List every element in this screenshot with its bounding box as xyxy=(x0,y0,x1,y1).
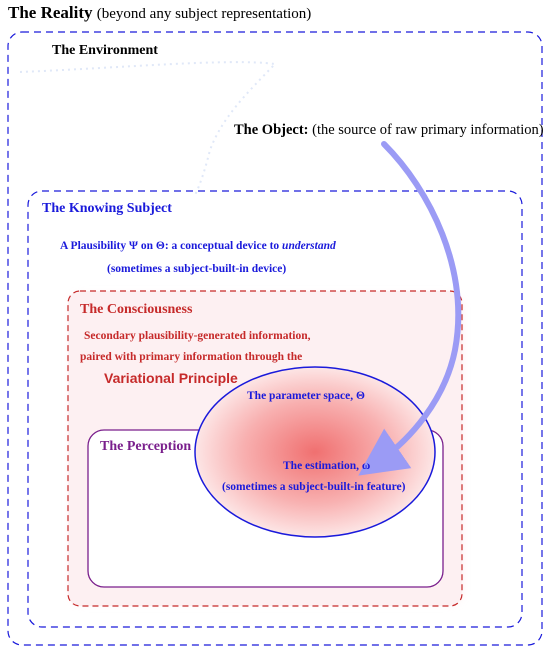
estimation-note: (sometimes a subject-built-in feature) xyxy=(222,481,406,493)
consciousness-line3: Variational Principle xyxy=(104,370,238,386)
object-title-text: The Object: xyxy=(234,122,309,138)
consciousness-line1: Secondary plausibility-generated informa… xyxy=(84,330,311,342)
reality-box xyxy=(7,31,543,646)
object-title: The Object: (the source of raw primary i… xyxy=(234,122,544,139)
knowing-subject-line1-emph: understand xyxy=(282,240,336,252)
environment-trail xyxy=(19,61,278,196)
consciousness-line2: paired with primary information through … xyxy=(80,351,303,363)
knowing-subject-line2: (sometimes a subject-built-in device) xyxy=(107,263,287,275)
knowing-subject-line1-prefix: A Plausibility Ψ on Θ: a conceptual devi… xyxy=(60,240,283,252)
reality-title: The Reality (beyond any subject represen… xyxy=(8,3,311,23)
consciousness-title: The Consciousness xyxy=(80,302,193,317)
environment-title: The Environment xyxy=(52,43,158,58)
knowing-subject-line1: A Plausibility Ψ on Θ: a conceptual devi… xyxy=(60,240,336,252)
parameter-space-title: The parameter space, Θ xyxy=(247,390,365,402)
knowing-subject-box xyxy=(27,190,523,628)
reality-title-text: The Reality xyxy=(8,3,93,22)
parameter-space-ellipse xyxy=(194,366,436,538)
object-subtitle: (the source of raw primary information) xyxy=(312,122,544,138)
perception-title: The Perception xyxy=(100,439,192,454)
knowing-subject-title: The Knowing Subject xyxy=(42,201,172,216)
curved-arrow-icon xyxy=(358,141,462,476)
reality-subtitle: (beyond any subject representation) xyxy=(96,6,312,22)
estimation-label: The estimation, ω xyxy=(283,460,371,472)
